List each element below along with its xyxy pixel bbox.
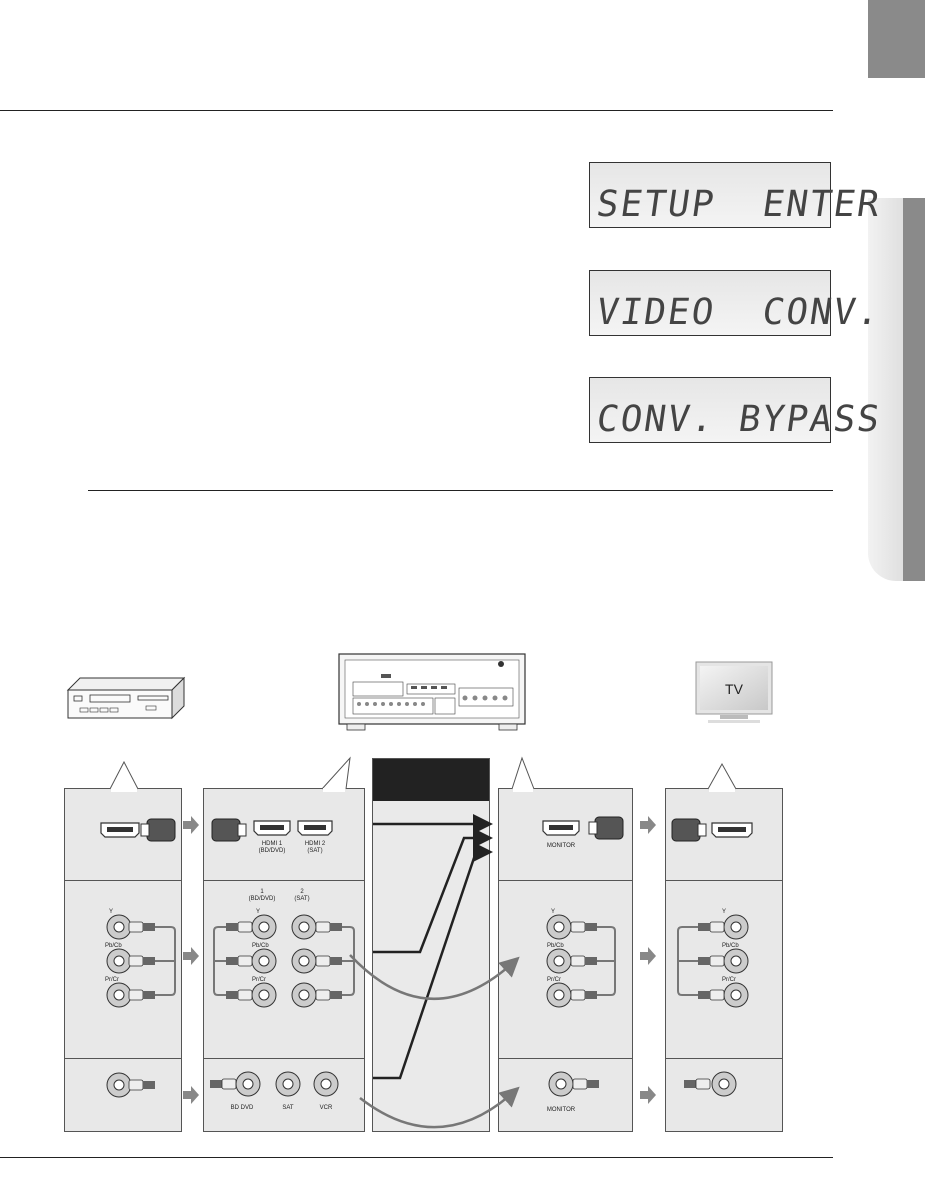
receiver-input-panel: HDMI 1 (BD/DVD) HDMI 2 (SAT) 1 (BD/DVD) …	[203, 788, 365, 1132]
av-receiver-rear-illustration	[338, 653, 526, 731]
header-rule	[0, 110, 833, 111]
pr-label: Pr/Cr	[252, 977, 266, 983]
receiver-output-panel: MONITOR Y Pb/Cb Pr/Cr MONITOR	[498, 788, 633, 1132]
tv-component-cell: Y Pb/Cb Pr/Cr	[666, 881, 782, 1059]
hdmi2-label: HDMI 2	[305, 841, 326, 847]
receiver-hdmi-output-cell: MONITOR	[499, 789, 632, 881]
hdmi1-label: HDMI 1	[262, 841, 283, 847]
bd-dvd-label: BD DVD	[231, 1105, 254, 1111]
source-output-panel: Y Pb/Cb Pr/Cr	[64, 788, 182, 1132]
pr-label: Pr/Cr	[105, 977, 119, 983]
section-rule	[88, 490, 833, 491]
tv-input-panel: Y Pb/Cb Pr/Cr	[665, 788, 783, 1132]
monitor-composite-label: MONITOR	[547, 1107, 576, 1113]
panel-notches	[109, 756, 737, 792]
tv-illustration: TV	[695, 661, 773, 723]
vcr-label: VCR	[320, 1105, 333, 1111]
receiver-hdmi-input-cell: HDMI 1 (BD/DVD) HDMI 2 (SAT)	[204, 789, 364, 881]
comp-in2-sub-label: (SAT)	[294, 896, 309, 902]
receiver-composite-input-cell: BD DVD SAT VCR	[204, 1059, 364, 1131]
receiver-component-output-cell: Y Pb/Cb Pr/Cr	[499, 881, 632, 1059]
source-hdmi-cell	[65, 789, 181, 881]
lcd-text: VIDEO CONV.	[594, 292, 884, 333]
receiver-composite-output-cell: MONITOR	[499, 1059, 632, 1131]
pr-label: Pr/Cr	[547, 977, 561, 983]
conversion-panel	[372, 758, 490, 1132]
y-label: Y	[256, 909, 260, 915]
pb-label: Pb/Cb	[252, 943, 269, 949]
hdmi1-sub-label: (BD/DVD)	[259, 848, 286, 854]
pr-label: Pr/Cr	[722, 977, 736, 983]
footer-rule	[0, 1157, 833, 1158]
lcd-text: SETUP ENTER	[594, 184, 884, 225]
bd-player-illustration	[66, 676, 186, 720]
monitor-hdmi-label: MONITOR	[547, 843, 576, 849]
comp-in2-label: 2	[300, 889, 304, 895]
comp-in1-sub-label: (BD/DVD)	[249, 896, 276, 902]
tv-label: TV	[725, 681, 744, 697]
lcd-display-video-conv: VIDEO CONV.	[589, 270, 884, 336]
lcd-text: CONV. BYPASS	[594, 399, 884, 440]
pb-label: Pb/Cb	[105, 943, 122, 949]
pb-label: Pb/Cb	[722, 943, 739, 949]
tv-hdmi-cell	[666, 789, 782, 881]
receiver-component-input-cell: 1 (BD/DVD) 2 (SAT) Y Pb/Cb	[204, 881, 364, 1059]
source-component-cell: Y Pb/Cb Pr/Cr	[65, 881, 181, 1059]
lcd-display-conv-bypass: CONV. BYPASS	[589, 377, 884, 443]
connection-arrows	[183, 814, 656, 1129]
y-label: Y	[109, 909, 113, 915]
sat-label: SAT	[282, 1105, 294, 1111]
pb-label: Pb/Cb	[547, 943, 564, 949]
lcd-display-setup: SETUP ENTER	[589, 162, 884, 228]
conversion-header	[373, 759, 489, 801]
chapter-tab	[868, 0, 925, 78]
source-composite-cell	[65, 1059, 181, 1131]
y-label: Y	[551, 909, 555, 915]
comp-in1-label: 1	[260, 889, 264, 895]
tv-composite-cell	[666, 1059, 782, 1131]
hdmi2-sub-label: (SAT)	[307, 848, 322, 854]
y-label: Y	[722, 909, 726, 915]
section-tab-bar	[903, 198, 925, 581]
